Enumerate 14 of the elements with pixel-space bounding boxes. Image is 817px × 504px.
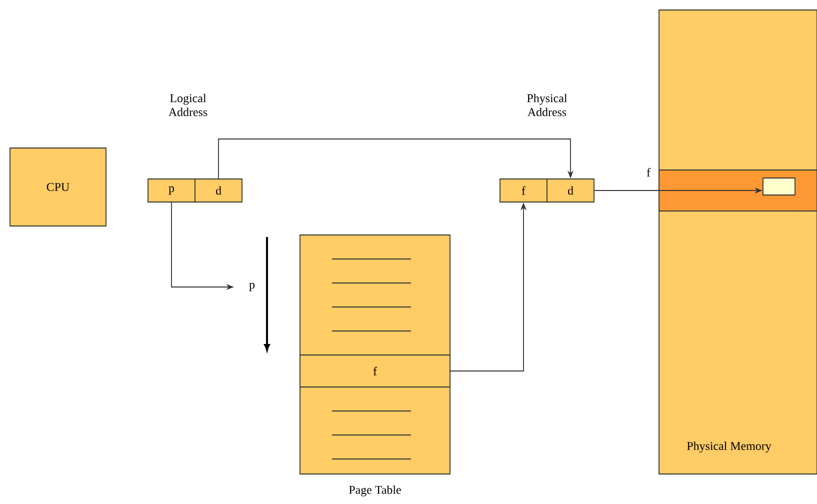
memory-word bbox=[762, 178, 796, 196]
address-field: p bbox=[148, 178, 196, 202]
arrow bbox=[218, 138, 574, 179]
address-field: f bbox=[500, 178, 548, 202]
node-label: f bbox=[646, 168, 650, 176]
page-table-entry: f bbox=[300, 354, 450, 388]
address-field: d bbox=[546, 178, 594, 202]
address-field: d bbox=[194, 178, 242, 202]
physical-memory: Physical Memory bbox=[658, 10, 817, 474]
index-label: p bbox=[249, 282, 255, 292]
address-caption: Logical Address bbox=[168, 94, 208, 116]
cpu-box: CPU bbox=[10, 148, 106, 226]
node-label: Page Table bbox=[349, 486, 401, 496]
address-caption: Physical Address bbox=[527, 94, 568, 116]
